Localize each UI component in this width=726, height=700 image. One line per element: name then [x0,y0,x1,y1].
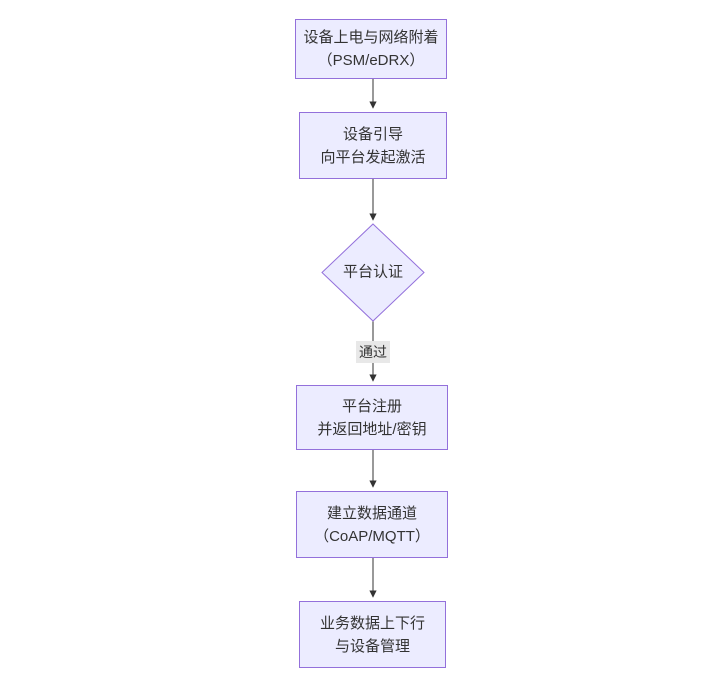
decision-diamond-shape [321,223,425,322]
node-text-line: 与设备管理 [334,637,410,655]
node-data-channel: 建立数据通道 （CoAP/MQTT） [296,491,448,558]
node-text-line: 业务数据上下行 [319,614,425,632]
node-platform-register: 平台注册 并返回地址/密钥 [296,385,448,450]
node-text-line: 向平台发起激活 [320,148,426,166]
edge-label-pass: 通过 [356,341,390,363]
node-text-line: （PSM/eDRX） [317,52,425,69]
node-platform-auth: 平台认证 [342,263,404,281]
node-text-line: 设备引导 [342,125,403,143]
node-device-bootstrap: 设备引导 向平台发起激活 [299,112,447,179]
node-business-data: 业务数据上下行 与设备管理 [299,601,446,668]
node-text-line: 建立数据通道 [326,504,417,522]
node-power-on-attach: 设备上电与网络附着 （PSM/eDRX） [295,19,447,79]
node-text-line: （CoAP/MQTT） [314,527,430,545]
node-text-line: 平台注册 [341,397,402,415]
node-text-line: 设备上电与网络附着 [303,29,439,46]
node-text-line: 并返回地址/密钥 [317,420,427,438]
